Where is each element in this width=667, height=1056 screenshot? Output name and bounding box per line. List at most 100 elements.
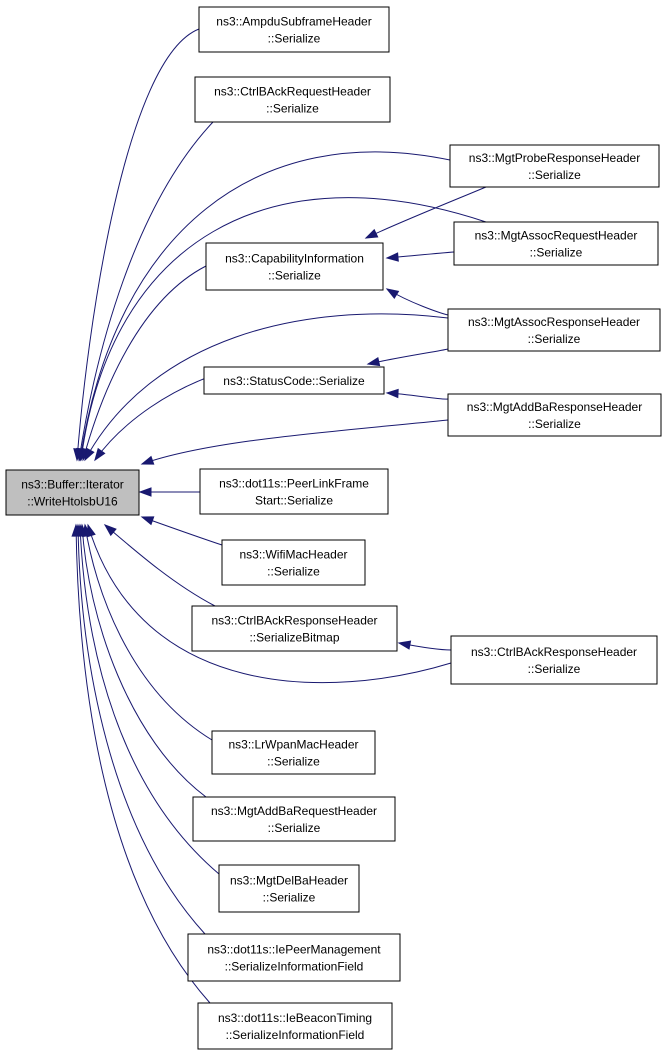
node-box <box>218 864 360 913</box>
node-label-line: ns3::CtrlBAckResponseHeader <box>471 645 637 659</box>
node-label-line: ns3::MgtDelBaHeader <box>230 874 348 888</box>
edge-line <box>78 121 214 461</box>
node-label-line: ns3::LrWpanMacHeader <box>228 738 358 752</box>
edge-wifimac-to-buffer <box>140 516 223 546</box>
edge-line <box>141 516 223 546</box>
node-label-line: ::Serialize <box>528 662 581 676</box>
node-buffer[interactable]: ns3::Buffer::Iterator::WriteHtolsbU16 <box>5 469 140 516</box>
edge-line <box>75 524 211 1004</box>
node-peerlink[interactable]: ns3::dot11s::PeerLinkFrameStart::Seriali… <box>199 468 389 515</box>
edge-iebeacon-to-buffer <box>71 523 211 1004</box>
node-label-line: ns3::Buffer::Iterator <box>21 478 124 492</box>
edge-peerlink-to-buffer <box>138 487 201 497</box>
node-label-line: ns3::MgtAssocResponseHeader <box>468 315 640 329</box>
node-label-line: ::Serialize <box>267 755 320 769</box>
node-label-line: ::Serialize <box>268 269 321 283</box>
arrowhead-icon <box>84 447 95 462</box>
node-label-line: ::Serialize <box>263 891 316 905</box>
edge-capability-to-buffer <box>81 265 207 462</box>
node-label-line: ::Serialize <box>266 102 319 116</box>
node-box <box>191 605 398 652</box>
node-box <box>198 6 390 53</box>
node-box <box>447 393 662 437</box>
node-delba[interactable]: ns3::MgtDelBaHeader::Serialize <box>218 864 360 913</box>
edge-line <box>82 265 207 461</box>
node-assocreq[interactable]: ns3::MgtAssocRequestHeader::Serialize <box>453 221 659 266</box>
edge-line <box>81 524 207 798</box>
arrowhead-icon <box>140 455 155 465</box>
nodes-layer: ns3::Buffer::Iterator::WriteHtolsbU16ns3… <box>5 6 662 1050</box>
node-label-line: ns3::StatusCode::Serialize <box>223 374 365 388</box>
edge-addbaresp-to-status <box>385 388 449 400</box>
node-ampdu[interactable]: ns3::AmpduSubframeHeader::Serialize <box>198 6 390 53</box>
node-label-line: ::SerializeInformationField <box>226 1028 365 1042</box>
arrowhead-icon <box>364 228 379 239</box>
node-iebeacon[interactable]: ns3::dot11s::IeBeaconTiming::SerializeIn… <box>197 1002 393 1050</box>
edge-ctrlbackbitmap-to-buffer <box>103 524 216 607</box>
edge-line <box>84 524 213 741</box>
node-box <box>449 144 660 188</box>
arrowhead-icon <box>385 288 400 300</box>
arrowhead-icon <box>385 388 399 399</box>
edge-assocresp-to-capability <box>385 288 449 316</box>
node-label-line: ::Serialize <box>530 246 583 260</box>
arrowhead-icon <box>103 524 117 537</box>
arrowhead-icon <box>397 640 412 650</box>
node-box <box>203 366 385 395</box>
node-label-line: Start::Serialize <box>255 494 333 508</box>
arrowhead-icon <box>366 356 381 367</box>
arrowhead-icon <box>140 516 155 526</box>
node-box <box>447 308 661 352</box>
node-label-line: ns3::dot11s::IePeerManagement <box>207 943 381 957</box>
arrowhead-icon <box>71 523 81 537</box>
node-label-line: ns3::MgtAssocRequestHeader <box>475 229 638 243</box>
node-ctrlbackreq[interactable]: ns3::CtrlBAckRequestHeader::Serialize <box>194 76 391 123</box>
node-iepeer[interactable]: ns3::dot11s::IePeerManagement::Serialize… <box>187 933 401 982</box>
node-label-line: ns3::CapabilityInformation <box>225 252 364 266</box>
edge-line <box>141 419 449 465</box>
node-wifimac[interactable]: ns3::WifiMacHeader::Serialize <box>221 539 366 586</box>
node-box <box>194 76 391 123</box>
node-addbaresp[interactable]: ns3::MgtAddBaResponseHeader::Serialize <box>447 393 662 437</box>
node-label-line: ns3::dot11s::PeerLinkFrame <box>219 477 369 491</box>
node-label-line: ::Serialize <box>268 32 321 46</box>
node-box <box>450 635 658 685</box>
edge-line <box>80 197 487 461</box>
edge-line <box>84 313 449 461</box>
node-assocresp[interactable]: ns3::MgtAssocResponseHeader::Serialize <box>447 308 661 352</box>
node-box <box>205 242 384 291</box>
edges-layer <box>71 28 487 1004</box>
node-box <box>197 1002 393 1050</box>
edge-line <box>104 524 216 607</box>
node-ctrlbackbitmap[interactable]: ns3::CtrlBAckResponseHeader::SerializeBi… <box>191 605 398 652</box>
edge-assocresp-to-status <box>366 348 449 367</box>
node-label-line: ::WriteHtolsbU16 <box>27 495 118 509</box>
node-ctrlbackresp[interactable]: ns3::CtrlBAckResponseHeader::Serialize <box>450 635 658 685</box>
node-box <box>199 468 389 515</box>
node-label-line: ns3::CtrlBAckResponseHeader <box>211 614 377 628</box>
node-label-line: ::SerializeBitmap <box>249 631 339 645</box>
node-box <box>221 539 366 586</box>
edge-line <box>76 28 200 461</box>
node-addbareq[interactable]: ns3::MgtAddBaRequestHeader::Serialize <box>192 796 396 842</box>
node-box <box>187 933 401 982</box>
edge-line <box>77 524 206 935</box>
node-label-line: ns3::dot11s::IeBeaconTiming <box>218 1011 372 1025</box>
node-label-line: ns3::MgtAddBaRequestHeader <box>211 804 377 818</box>
node-label-line: ::Serialize <box>528 332 581 346</box>
edge-ctrlbackresp-to-ctrlbackbitmap <box>397 640 452 651</box>
node-probe[interactable]: ns3::MgtProbeResponseHeader::Serialize <box>449 144 660 188</box>
edge-assocresp-to-buffer <box>84 313 449 462</box>
node-label-line: ns3::MgtAddBaResponseHeader <box>467 400 642 414</box>
node-lrwpan[interactable]: ns3::LrWpanMacHeader::Serialize <box>211 730 376 775</box>
node-label-line: ::Serialize <box>267 565 320 579</box>
arrowhead-icon <box>138 487 152 497</box>
edge-line <box>79 524 220 875</box>
edge-addbaresp-to-buffer <box>140 419 449 465</box>
node-box <box>5 469 140 516</box>
edge-ampdu-to-buffer <box>73 28 200 462</box>
node-capability[interactable]: ns3::CapabilityInformation::Serialize <box>205 242 384 291</box>
node-label-line: ns3::AmpduSubframeHeader <box>216 15 371 29</box>
node-status[interactable]: ns3::StatusCode::Serialize <box>203 366 385 395</box>
